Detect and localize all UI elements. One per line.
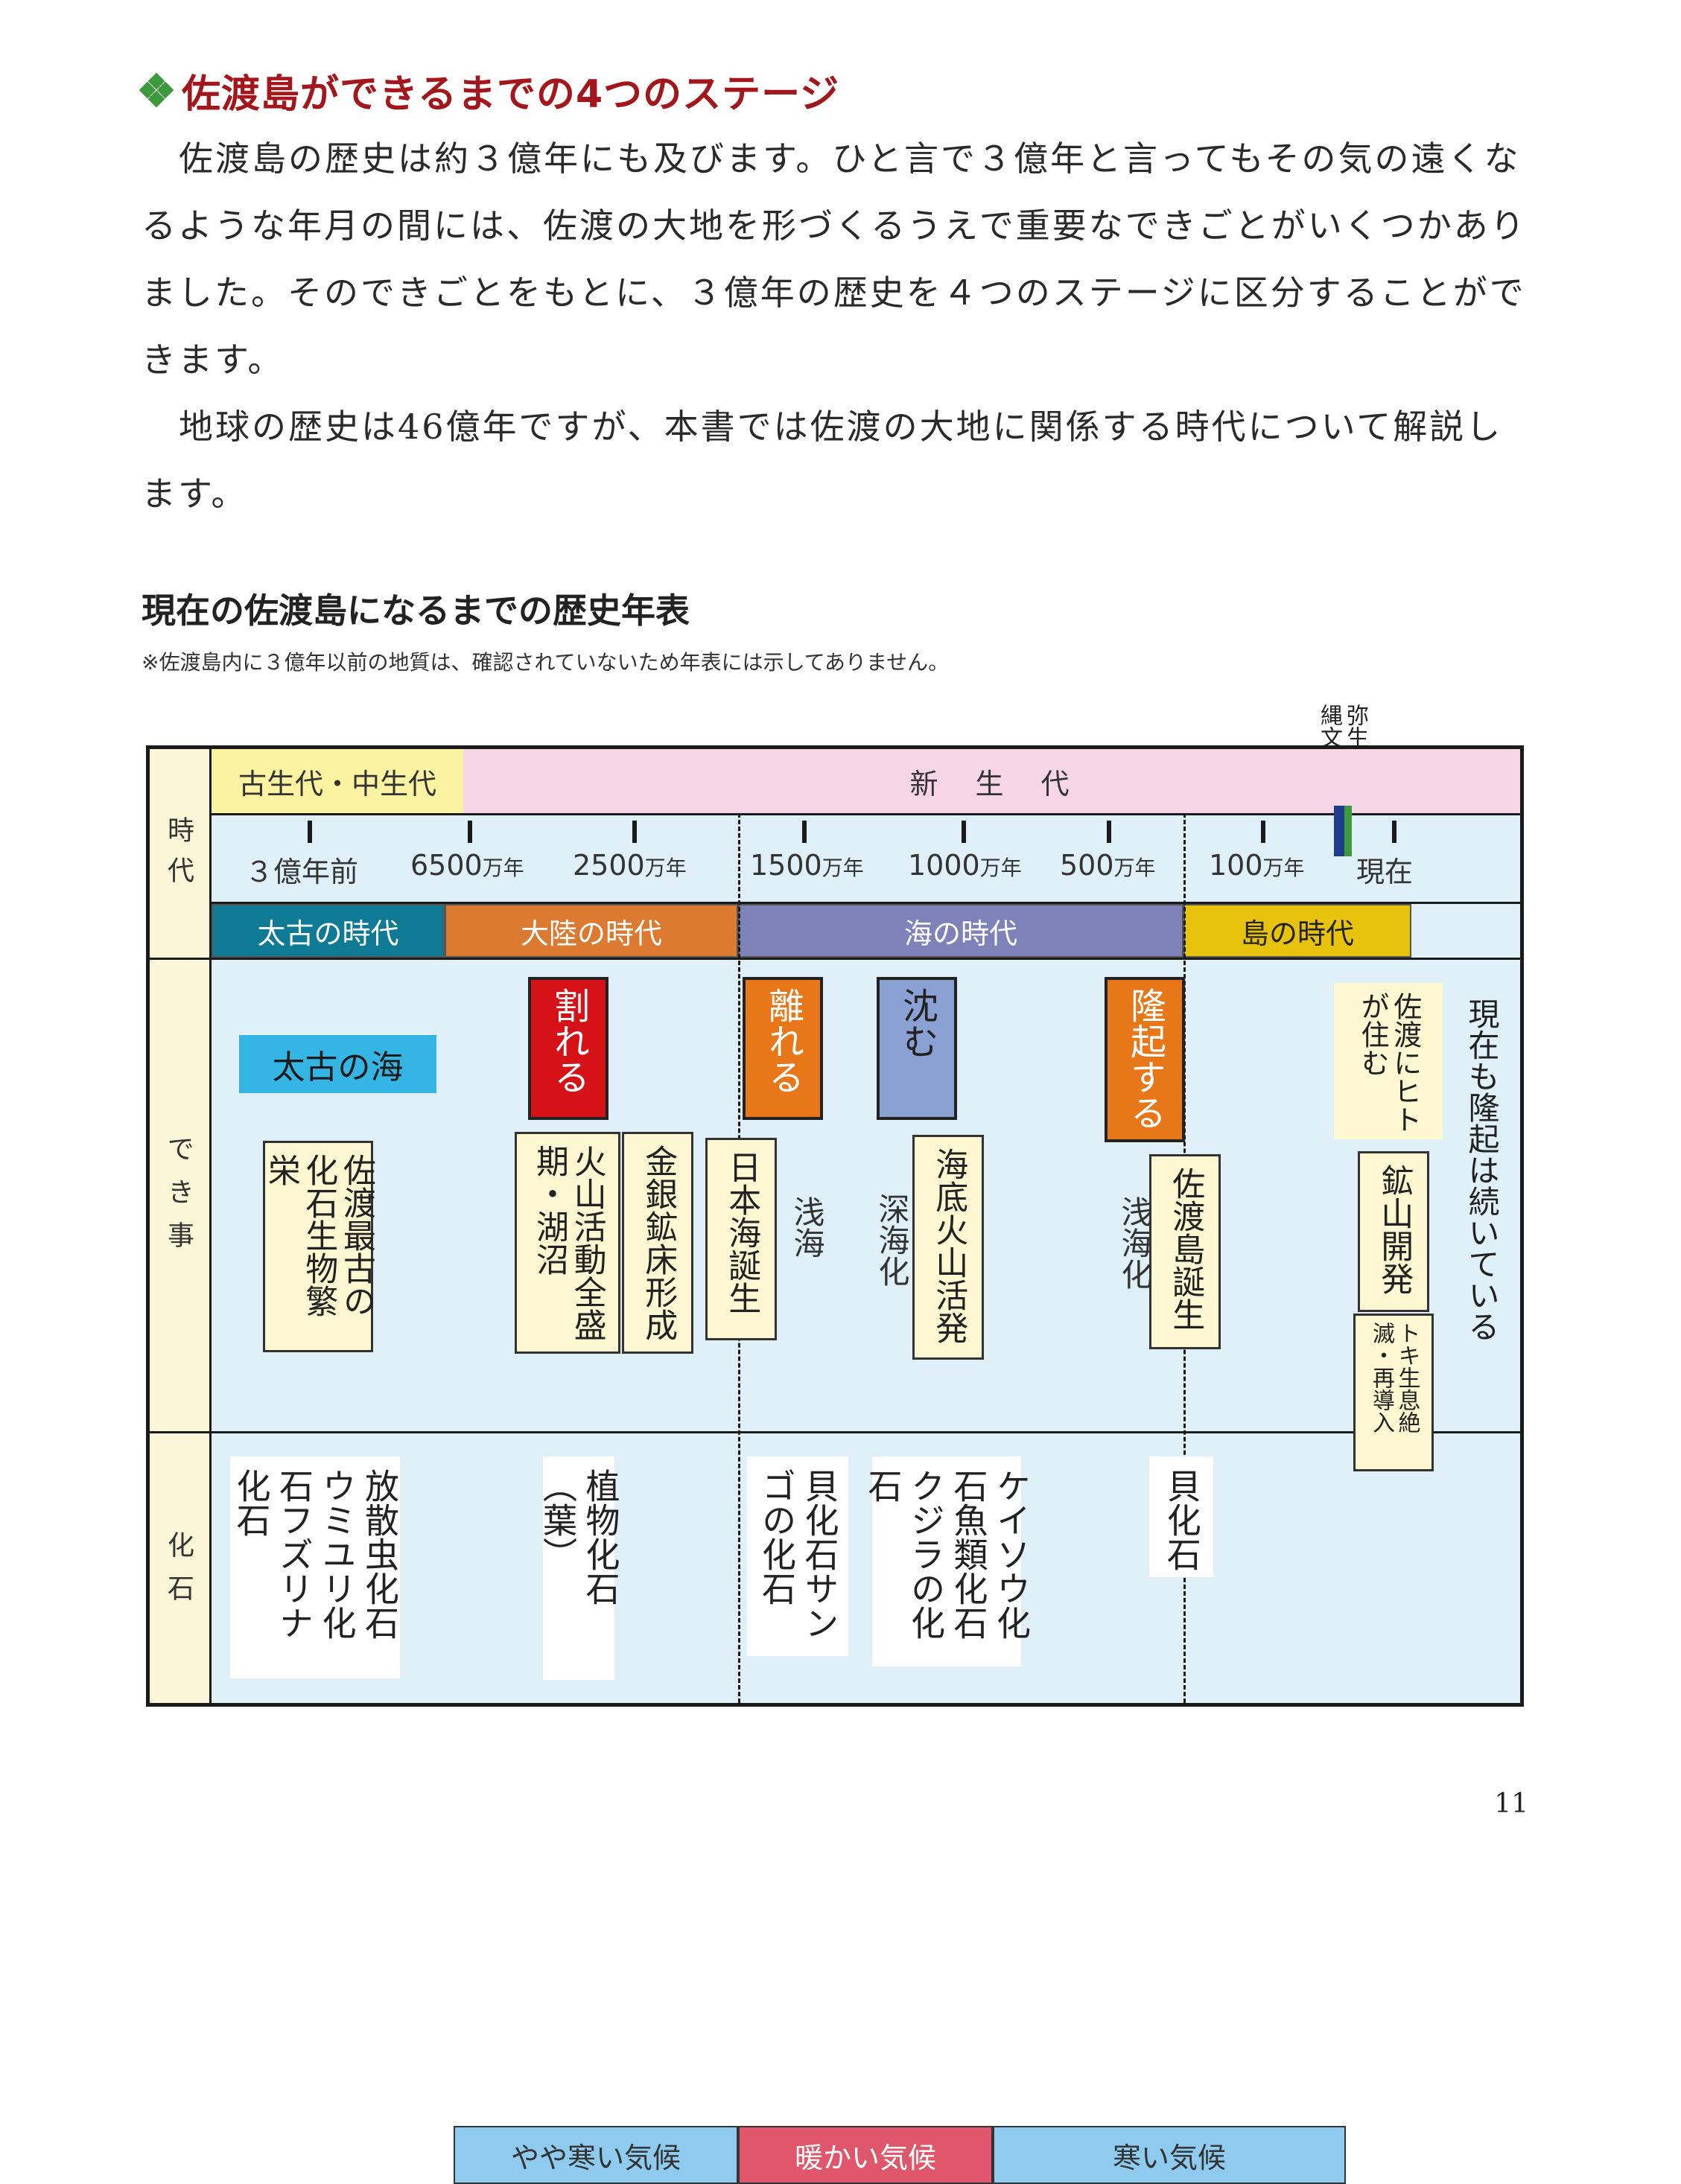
- fossil-ancient: 放散虫化石ウミユリ化石フズリナ化石: [230, 1456, 400, 1678]
- fossil-shell-coral-label: 貝化石サンゴの化石: [757, 1468, 840, 1640]
- event-ore: 金銀鉱床形成: [622, 1132, 693, 1354]
- paleo-meso-era-band: 古生代・中生代: [212, 749, 463, 813]
- event-deep: 深海化: [869, 1193, 1005, 1287]
- event-seafloor-volcano: 海底火山活発: [912, 1135, 984, 1360]
- event-island-birth-label: 佐渡島誕生: [1166, 1167, 1205, 1331]
- event-mine: 鉱山開発: [1358, 1151, 1429, 1312]
- event-oldest-fossils: 佐渡最古の化石生物繁栄: [261, 1141, 375, 1352]
- event-ancient-sea: 太古の海: [239, 1035, 436, 1093]
- climate-slightly-cold: やや寒い気候: [454, 2126, 738, 2184]
- timeline-title: 現在の佐渡島になるまでの歴史年表: [142, 590, 690, 631]
- stage-sea: 海の時代: [738, 904, 1183, 958]
- tick-label-15m: 1500万年: [750, 849, 864, 882]
- fossil-ancient-label: 放散虫化石ウミユリ化石フズリナ化石: [231, 1468, 401, 1640]
- event-japan-sea: 日本海誕生: [705, 1138, 777, 1340]
- section-heading: 佐渡島ができるまでの4つのステージ: [139, 64, 840, 117]
- diamond-cluster-icon: [139, 72, 174, 108]
- row-label-fossils: 化石: [163, 1531, 194, 1617]
- tick-label-5m: 500万年: [1060, 849, 1156, 882]
- event-uplift: 隆起する: [1105, 977, 1185, 1142]
- event-separate-label: 離れる: [762, 987, 804, 1095]
- event-still-rising: 現在も隆起は続いている: [1459, 998, 1681, 1342]
- event-sink: 沈む: [877, 977, 957, 1120]
- event-mine-label: 鉱山開発: [1375, 1164, 1414, 1295]
- row-label-events: でき事: [163, 1135, 194, 1264]
- row-label-period: 時代: [163, 816, 194, 897]
- event-volcanic: 火山活動全盛期・湖沼: [515, 1132, 620, 1354]
- event-island-birth: 佐渡島誕生: [1149, 1154, 1221, 1349]
- fossil-diatom-fish-whale-label: ケイソウ化石魚類化石クジラの化石: [862, 1468, 1032, 1640]
- tick-label-present: 現在: [1356, 856, 1414, 888]
- event-shallow: 浅海: [784, 1196, 875, 1258]
- event-humans: 佐渡にヒトが住む: [1334, 983, 1443, 1139]
- fossil-shell: 貝化石: [1149, 1456, 1213, 1577]
- tick-label-65m: 6500万年: [410, 849, 524, 882]
- earth-history-paragraph: 地球の歴史は46億年ですが、本書では佐渡の大地に関係する時代について解説します。: [142, 407, 1503, 514]
- event-volcanic-label: 火山活動全盛期・湖沼: [530, 1144, 606, 1341]
- fossil-shell-coral: 貝化石サンゴの化石: [747, 1456, 848, 1656]
- fossil-plant: 植物化石（葉）: [538, 1456, 621, 1680]
- heading-title: 佐渡島ができるまでの4つのステージ: [182, 71, 840, 117]
- event-oldest-fossils-label: 佐渡最古の化石生物繁栄: [261, 1153, 375, 1317]
- climate-cold: 寒い気候: [993, 2126, 1346, 2184]
- event-sink-label: 沈む: [896, 987, 938, 1059]
- tick-label-10m: 1000万年: [908, 849, 1022, 882]
- timeline-note: ※佐渡島内に３億年以前の地質は、確認されていないため年表には示してありません。: [142, 650, 950, 675]
- event-deep-label: 深海化: [874, 1193, 910, 1287]
- stage-continent: 大陸の時代: [445, 904, 738, 958]
- yayoi-period-bar: [1344, 806, 1352, 856]
- event-shallow-label: 浅海: [789, 1196, 825, 1258]
- fossil-shell-label: 貝化石: [1161, 1468, 1202, 1571]
- event-shallowing: 浅海化: [1112, 1196, 1248, 1290]
- event-split: 割れる: [528, 977, 608, 1120]
- fossil-diatom-fish-whale: ケイソウ化石魚類化石クジラの化石: [863, 1456, 1032, 1666]
- tick-label-25m: 2500万年: [573, 849, 687, 882]
- paleo-meso-era-label: 古生代・中生代: [238, 767, 436, 800]
- cenozoic-era-band: 新 生 代: [463, 749, 1520, 813]
- event-uplift-label: 隆起する: [1124, 987, 1166, 1130]
- event-separate: 離れる: [743, 977, 823, 1120]
- tick-label-1m: 100万年: [1209, 849, 1305, 882]
- stage-island: 島の時代: [1183, 904, 1411, 958]
- event-split-label: 割れる: [547, 987, 589, 1095]
- event-seafloor-volcano-label: 海底火山活発: [930, 1147, 968, 1344]
- event-humans-label: 佐渡にヒトが住む: [1356, 992, 1422, 1133]
- cenozoic-era-label: 新 生 代: [909, 767, 1074, 800]
- row-label-column: [150, 749, 209, 1703]
- jomon-period-bar: [1334, 806, 1344, 856]
- event-ibis-label: トキ生息絶滅・再導入: [1368, 1322, 1420, 1433]
- page-number: 11: [1494, 1789, 1528, 1819]
- event-shallowing-label: 浅海化: [1116, 1196, 1153, 1290]
- event-still-rising-label: 現在も隆起は続いている: [1464, 998, 1500, 1342]
- event-ibis: トキ生息絶滅・再導入: [1353, 1314, 1434, 1471]
- timeline-chart: 古生代・中生代 新 生 代 ３億年前 6500万年 2500万年 1500万年 …: [146, 745, 1524, 2184]
- fossil-plant-label: 植物化石（葉）: [538, 1468, 621, 1605]
- event-japan-sea-label: 日本海誕生: [722, 1150, 761, 1314]
- climate-warm: 暖かい気候: [738, 2126, 993, 2184]
- event-ore-label: 金銀鉱床形成: [639, 1144, 678, 1341]
- stage-ancient: 太古の時代: [212, 904, 445, 958]
- tick-label-300m: ３億年前: [245, 856, 359, 888]
- intro-paragraph: 佐渡島の歴史は約３億年にも及びます。ひと言で３億年と言ってもその気の遠くなるよう…: [142, 139, 1527, 380]
